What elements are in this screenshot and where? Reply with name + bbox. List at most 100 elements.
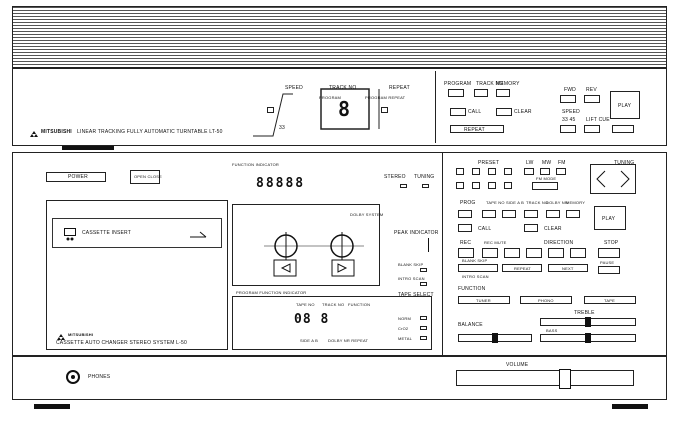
bass-slider[interactable] bbox=[540, 333, 636, 343]
balance-slider-knob[interactable] bbox=[492, 333, 498, 343]
deck-call-button[interactable] bbox=[458, 224, 472, 232]
stop-button[interactable] bbox=[598, 248, 620, 258]
rev-button[interactable] bbox=[584, 95, 600, 103]
power-button[interactable] bbox=[46, 172, 106, 182]
clear-label: CLEAR bbox=[514, 109, 532, 115]
main-brand: MITSUBISHI bbox=[68, 332, 94, 337]
deck-track-no-button[interactable] bbox=[524, 210, 538, 218]
forward-play-button[interactable] bbox=[548, 248, 564, 258]
preset-button[interactable] bbox=[472, 168, 480, 175]
phones-label: PHONES bbox=[88, 374, 111, 380]
deck-track-no-label: TRACK NO bbox=[526, 200, 549, 205]
volume-label: VOLUME bbox=[506, 362, 529, 368]
cassette-logo-icon bbox=[56, 330, 66, 348]
preset-button[interactable] bbox=[472, 182, 480, 189]
deck-dolby-label: DOLBY NR bbox=[546, 200, 568, 205]
pause-button[interactable] bbox=[598, 266, 620, 274]
deck-prog-label: PROG bbox=[460, 200, 476, 206]
preset-button[interactable] bbox=[488, 182, 496, 189]
treble-slider[interactable] bbox=[540, 317, 636, 327]
band-fm-label: FM bbox=[558, 160, 566, 166]
blank-skip-label: BLANK SKIP bbox=[398, 262, 424, 267]
rec-button[interactable] bbox=[458, 248, 474, 258]
preset-button[interactable] bbox=[456, 182, 464, 189]
call-button[interactable] bbox=[450, 108, 466, 116]
tuning-label: TUNING bbox=[414, 174, 435, 180]
fm-mode-button[interactable] bbox=[532, 182, 558, 190]
track-number-display: 8 bbox=[338, 97, 351, 121]
preset-label: PRESET bbox=[478, 160, 500, 166]
program-label: PROGRAM bbox=[319, 95, 342, 100]
deck-memory-button[interactable] bbox=[566, 210, 580, 218]
next-button[interactable] bbox=[548, 264, 588, 272]
band-mw-button[interactable] bbox=[540, 168, 550, 175]
balance-slider[interactable] bbox=[458, 333, 532, 343]
band-fm-button[interactable] bbox=[556, 168, 566, 175]
program-button-label: PROGRAM bbox=[444, 81, 472, 87]
turntable-stop-button[interactable] bbox=[612, 125, 634, 133]
rec-mute-button[interactable] bbox=[482, 248, 498, 258]
function-indicator-label: FUNCTION INDICATOR bbox=[232, 162, 280, 167]
function-tuner-label: TUNER bbox=[476, 298, 491, 303]
phones-jack[interactable] bbox=[66, 370, 80, 384]
track-no-label: TRACK NO bbox=[329, 85, 357, 91]
stereo-label: STEREO bbox=[384, 174, 406, 180]
fast-forward-button[interactable] bbox=[570, 248, 586, 258]
tape-norm-indicator bbox=[420, 316, 427, 320]
peak-indicator-bar bbox=[428, 238, 429, 252]
side-ab-label: SIDE A B bbox=[300, 338, 319, 343]
blank-skip-button[interactable] bbox=[458, 264, 498, 272]
speed-button[interactable] bbox=[560, 125, 576, 133]
tuning-arrows-icon bbox=[596, 170, 630, 188]
volume-slider[interactable] bbox=[456, 369, 634, 389]
function-tuner-button[interactable] bbox=[458, 296, 510, 304]
preset-button[interactable] bbox=[504, 182, 512, 189]
tape-deck-window bbox=[232, 204, 380, 286]
function-tape-button[interactable] bbox=[584, 296, 636, 304]
band-lw-button[interactable] bbox=[524, 168, 534, 175]
stereo-indicator bbox=[400, 184, 407, 188]
turntable-play-button[interactable] bbox=[610, 91, 640, 119]
main-unit bbox=[12, 152, 667, 356]
tape-select-label: TAPE SELECT bbox=[398, 292, 434, 298]
open-close-button[interactable] bbox=[130, 170, 160, 184]
deck-dolby-button[interactable] bbox=[546, 210, 560, 218]
bass-slider-knob[interactable] bbox=[585, 333, 591, 343]
power-label: POWER bbox=[68, 174, 88, 180]
treble-label: TREBLE bbox=[574, 310, 595, 316]
turntable-repeat-button[interactable] bbox=[450, 125, 504, 133]
phones-jack-center bbox=[71, 375, 75, 379]
repeat-button-label: REPEAT bbox=[514, 266, 531, 271]
deck-clear-button[interactable] bbox=[524, 224, 538, 232]
lift-cue-button[interactable] bbox=[584, 125, 600, 133]
function-phono-button[interactable] bbox=[520, 296, 572, 304]
deck-side-button[interactable] bbox=[502, 210, 516, 218]
fwd-button[interactable] bbox=[560, 95, 576, 103]
repeat-button[interactable] bbox=[502, 264, 542, 272]
deck-play-button[interactable] bbox=[594, 206, 626, 230]
deck-tape-no-button[interactable] bbox=[482, 210, 496, 218]
clear-button[interactable] bbox=[496, 108, 512, 116]
volume-slider-knob[interactable] bbox=[559, 369, 571, 389]
function-tape-label: TAPE bbox=[604, 298, 615, 303]
reverse-play-button[interactable] bbox=[526, 248, 542, 258]
tape-metal-label: METAL bbox=[398, 336, 413, 341]
deck-prog-button[interactable] bbox=[458, 210, 472, 218]
memory-button[interactable] bbox=[496, 89, 510, 97]
turntable-lid bbox=[12, 6, 667, 68]
repeat-label: REPEAT bbox=[389, 85, 410, 91]
balance-label: BALANCE bbox=[458, 322, 483, 328]
program-button[interactable] bbox=[448, 89, 464, 97]
foot-right bbox=[612, 404, 648, 409]
track-no-button[interactable] bbox=[474, 89, 488, 97]
tape-norm-label: NORM bbox=[398, 316, 412, 321]
preset-button[interactable] bbox=[504, 168, 512, 175]
treble-slider-knob[interactable] bbox=[585, 317, 591, 327]
cassette-label: CASSETTE INSERT bbox=[82, 230, 132, 236]
preset-button[interactable] bbox=[488, 168, 496, 175]
frequency-display: 88888 bbox=[256, 176, 306, 191]
preset-button[interactable] bbox=[456, 168, 464, 175]
tuning-knob[interactable] bbox=[590, 164, 636, 194]
rewind-button[interactable] bbox=[504, 248, 520, 258]
tape-cro2-label: CrO2 bbox=[398, 326, 409, 331]
